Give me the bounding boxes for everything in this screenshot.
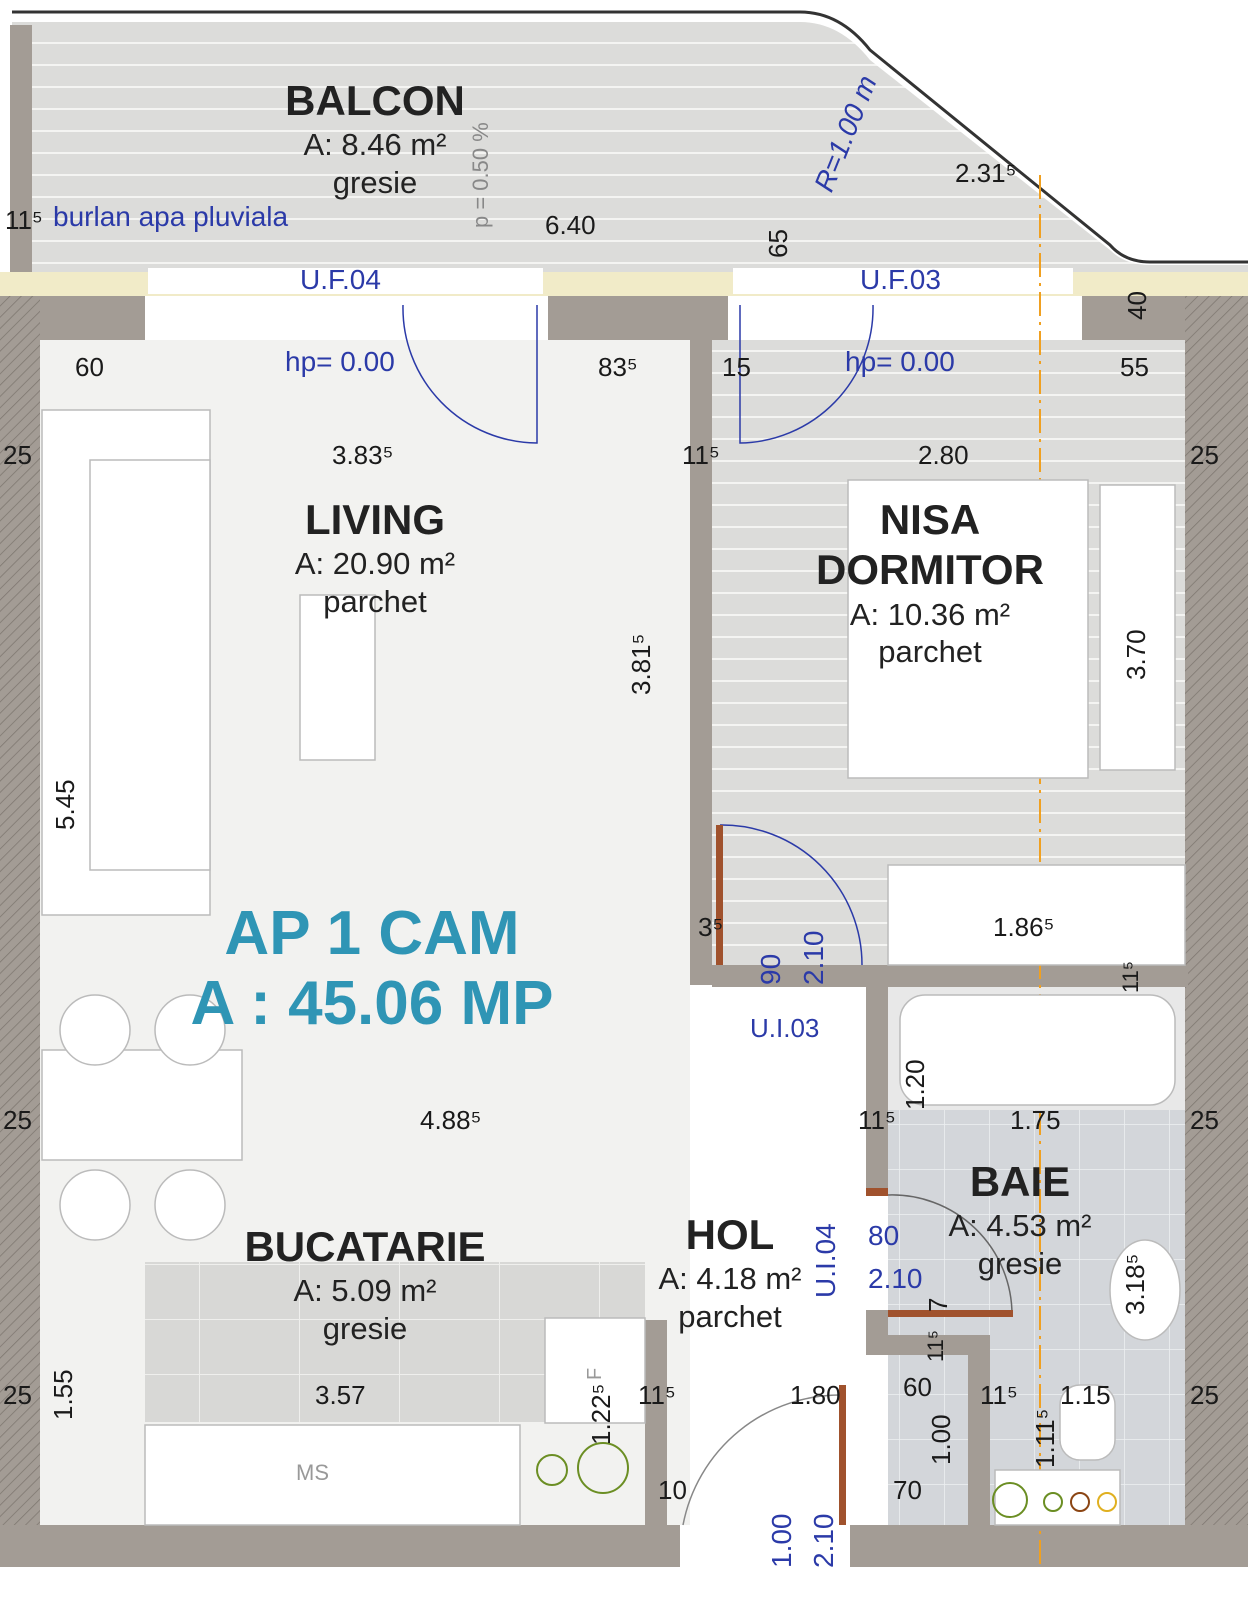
drain-label: burlan apa pluviala (53, 201, 289, 232)
dimension: 83⁵ (598, 352, 638, 382)
dimension: 70 (893, 1475, 922, 1505)
dimension: 2.31⁵ (955, 158, 1017, 188)
door-ui04-height: 2.10 (868, 1263, 923, 1294)
dimension: 25 (3, 1380, 32, 1410)
apartment-area: A : 45.06 MP (190, 969, 554, 1038)
dimension: 10 (658, 1475, 687, 1505)
dimension: 1.22⁵ (586, 1383, 616, 1445)
entry-door-width: 1.00 (766, 1513, 797, 1569)
balcony-area (0, 10, 1248, 296)
walls (0, 296, 1248, 1567)
dimension: 60 (903, 1372, 932, 1402)
room-area: A: 10.36 m² (849, 596, 1011, 632)
dimension: 1.20 (900, 1059, 930, 1110)
dimension: 60 (75, 352, 104, 382)
fridge-label: F (584, 1367, 606, 1380)
kitchen-counter (144, 1424, 521, 1526)
dimension: 25 (3, 1105, 32, 1135)
dimension: 55 (1120, 352, 1149, 382)
room-area: A: 4.18 m² (658, 1261, 802, 1297)
dimension: 3⁵ (698, 912, 724, 942)
dimension: 1.75 (1010, 1105, 1061, 1135)
room-floor: gresie (332, 164, 418, 200)
room-name: BAIE (969, 1158, 1071, 1205)
toilet (1059, 1384, 1116, 1461)
dimension: 3.81⁵ (626, 633, 656, 695)
room-name: BUCATARIE (244, 1223, 486, 1270)
dimension: 3.18⁵ (1120, 1253, 1150, 1315)
fridge (544, 1317, 646, 1424)
room-area: A: 4.53 m² (948, 1208, 1092, 1244)
dimension: 3.57 (315, 1380, 366, 1410)
slope-label: p = 0.50 % (468, 122, 493, 228)
door-ui03-height: 2.10 (798, 930, 829, 986)
dimension: 3.83⁵ (332, 440, 394, 470)
sink (1109, 1239, 1181, 1341)
dimension: 25 (1190, 440, 1219, 470)
dimension: 6.40 (545, 210, 596, 240)
room-area: A: 5.09 m² (293, 1273, 437, 1309)
dining-table (41, 1049, 243, 1161)
boiler-circles (536, 1442, 1117, 1518)
room-name: BALCON (285, 77, 465, 124)
apartment-type: AP 1 CAM (224, 899, 520, 968)
room-floor: parchet (878, 633, 982, 669)
microwave-label: MS (296, 1460, 329, 1485)
dimension: 11⁵ (980, 1380, 1018, 1410)
room-area: A: 8.46 m² (303, 127, 447, 163)
door-ui04-label: U.I.04 (810, 1223, 841, 1298)
dimension: 1.11⁵ (1030, 1408, 1060, 1468)
dimension: 11⁵ (5, 205, 43, 235)
dimension: 2.80 (918, 440, 969, 470)
dimension: 40 (1122, 291, 1152, 320)
dimension: 15 (722, 352, 751, 382)
sill-height-1: hp= 0.00 (285, 346, 395, 377)
dimension: 25 (1190, 1105, 1219, 1135)
dimension: 3.70 (1121, 629, 1151, 680)
entry-door-height: 2.10 (808, 1513, 839, 1569)
openings (148, 268, 1073, 1526)
dimension: 1.55 (48, 1369, 78, 1420)
dimension: 1.86⁵ (993, 912, 1055, 942)
dimension: 7 (923, 1297, 953, 1312)
window-uf04: U.F.04 (300, 264, 381, 295)
room-floor: parchet (323, 583, 427, 619)
window-uf03: U.F.03 (860, 264, 941, 295)
room-name: HOL (685, 1211, 775, 1258)
dimension: 65 (763, 229, 793, 258)
furniture (41, 409, 1186, 1526)
dimension: 1.15 (1060, 1380, 1111, 1410)
room-area: A: 20.90 m² (294, 546, 456, 582)
dimension: 11⁵ (638, 1380, 676, 1410)
sill-height-2: hp= 0.00 (845, 346, 955, 377)
room-floor: gresie (322, 1310, 408, 1346)
bed (847, 479, 1089, 779)
door-frames (716, 825, 1013, 1525)
room-floor: parchet (678, 1298, 782, 1334)
dimension: 25 (3, 440, 32, 470)
bathtub (899, 994, 1176, 1106)
room-name: NISA DORMITOR (816, 496, 1044, 594)
door-ui04-width: 80 (868, 1220, 900, 1251)
dimension: 11⁵ (682, 440, 720, 470)
door-ui03-width: 90 (755, 953, 786, 985)
door-ui03-label: U.I.03 (750, 1013, 820, 1043)
dimension: 25 (1190, 1380, 1219, 1410)
dimension: 4.88⁵ (420, 1105, 482, 1135)
room-name: LIVING (304, 496, 445, 543)
dimension: 11⁵ (858, 1105, 896, 1135)
dimension: 5.45 (50, 779, 80, 830)
dimension: 11⁵ (1118, 961, 1143, 993)
dimension: 1.00 (926, 1414, 956, 1465)
dimension: 11⁵ (923, 1330, 948, 1362)
dimension: 1.80 (790, 1380, 841, 1410)
room-floor: gresie (977, 1245, 1063, 1281)
